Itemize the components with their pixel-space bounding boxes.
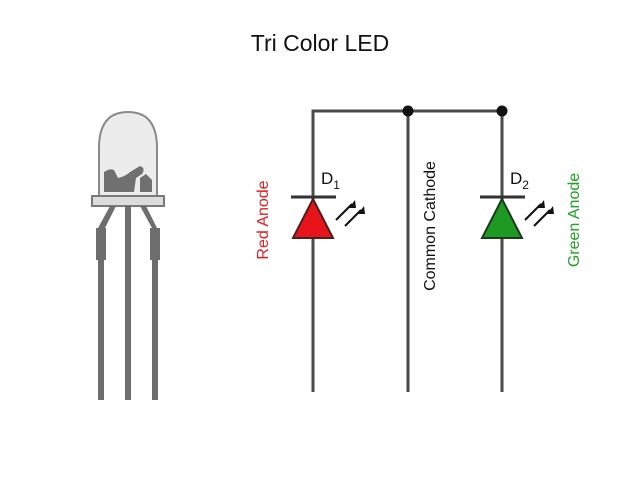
- light-emission-arrows-icon: [335, 203, 362, 227]
- junction-dot: [402, 105, 414, 117]
- diode-d1: [291, 195, 365, 239]
- green-anode-label: Green Anode: [566, 172, 583, 268]
- common-cathode-label: Common Cathode: [422, 161, 439, 291]
- top-wire: [311, 109, 502, 392]
- d2-designator: D2: [510, 169, 529, 192]
- diode-d2: [480, 195, 554, 239]
- wires: [311, 109, 504, 392]
- d1-designator: D1: [321, 169, 340, 192]
- junction-dot: [496, 105, 508, 117]
- red-anode-label: Red Anode: [255, 180, 272, 260]
- diagram-title: Tri Color LED: [250, 30, 390, 56]
- led-illustration: [91, 110, 165, 400]
- light-emission-arrows-icon: [524, 203, 551, 227]
